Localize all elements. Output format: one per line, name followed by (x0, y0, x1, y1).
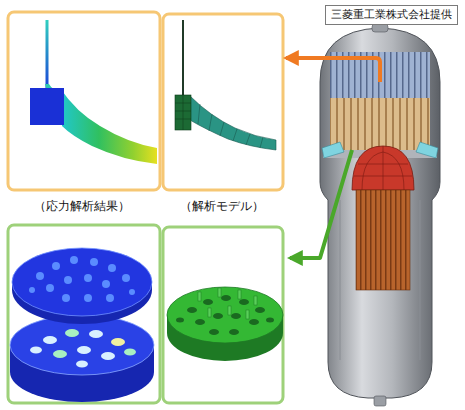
panel-caption: （応力解析結果） (34, 198, 130, 215)
reactor-core (356, 190, 410, 290)
ring-block (30, 88, 64, 125)
mesh-lines (175, 95, 191, 130)
credit-text: 三菱重工業株式会社提供 (331, 8, 452, 21)
model-panel (163, 14, 283, 190)
plate-holes (29, 256, 135, 302)
mesh-lines (198, 104, 263, 148)
pointer-arrow (286, 58, 380, 82)
perforated-plate (167, 287, 283, 343)
ring-block (175, 95, 191, 130)
rod (182, 20, 184, 96)
flange-plate (190, 96, 276, 150)
credit-box: 三菱重工業株式会社提供 (325, 5, 458, 25)
panel-caption: （解析モデル） (180, 198, 264, 215)
result-panel (8, 225, 160, 403)
rod (46, 20, 49, 90)
pointer-arrow (290, 150, 352, 258)
reactor-vessel (320, 28, 440, 398)
dome-grid (354, 146, 412, 190)
guide-columns (330, 98, 430, 150)
plate-holes (176, 295, 274, 335)
model-panel (163, 227, 283, 403)
core-barrel (340, 200, 420, 360)
flange-plate (60, 88, 157, 164)
bottom-nozzle (374, 396, 386, 406)
upper-plate (12, 248, 152, 316)
plate-pegs (198, 288, 257, 319)
result-panel (8, 12, 160, 190)
plate-holes (30, 329, 136, 368)
vessel-cap (372, 24, 388, 32)
dome-structure (352, 146, 414, 190)
